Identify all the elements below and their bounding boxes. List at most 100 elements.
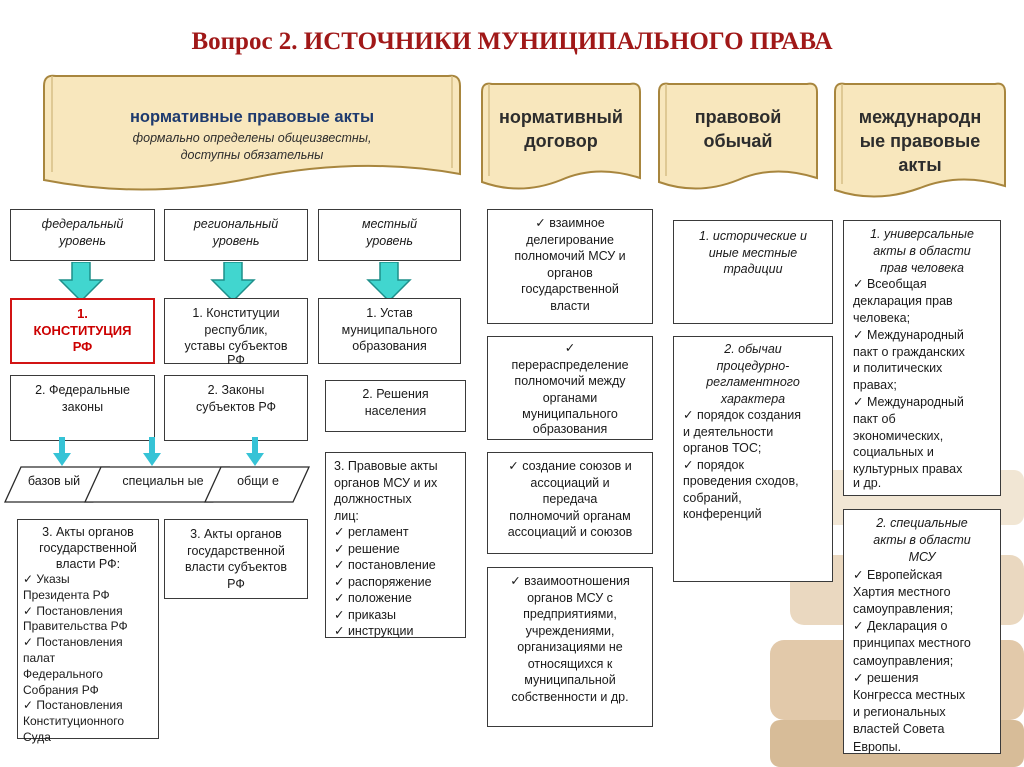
- custom2-item: собраний,: [683, 490, 823, 507]
- intl1-item: экономических,: [853, 428, 991, 445]
- population-decisions-box: 2. Решения населения: [325, 380, 466, 432]
- contract1-line1: ✓ взаимное: [494, 215, 646, 232]
- contract1-line4: органов: [494, 265, 646, 282]
- federal-laws-box: 2. Федеральные законы: [10, 375, 155, 441]
- custom-box-1: 1. исторические и иные местные традиции: [673, 220, 833, 324]
- contract4-line8: собственности и др.: [494, 689, 646, 706]
- msu-acts-item: регламент: [334, 524, 457, 541]
- intl1-item: и политических: [853, 360, 991, 377]
- contract4-line7: муниципальной: [494, 672, 646, 689]
- charter-line1: 1. Устав: [325, 305, 454, 322]
- municipal-charter-box: 1. Устав муниципального образования: [318, 298, 461, 364]
- law-type-basic-line2: ый: [64, 474, 80, 488]
- page-title: Вопрос 2. ИСТОЧНИКИ МУНИЦИПАЛЬНОГО ПРАВА: [0, 28, 1024, 56]
- intl1-item: ✓ Всеобщая: [853, 276, 991, 293]
- msu-acts-item: постановление: [334, 557, 457, 574]
- msu-acts-item: решение: [334, 541, 457, 558]
- banner-npa-sub2: доступны обязательны: [38, 147, 466, 164]
- charter-line3: образования: [325, 338, 454, 355]
- contract3-line3: передача: [494, 491, 646, 508]
- level-federal-line2: уровень: [17, 233, 148, 250]
- contract2-check-icon: ✓: [494, 340, 646, 357]
- intl1-line2: акты в области: [853, 243, 991, 260]
- custom-box-2: 2. обычаи процедурно- регламентного хара…: [673, 336, 833, 582]
- level-local-line1: местный: [325, 216, 454, 233]
- intl1-item: декларация прав: [853, 293, 991, 310]
- contract4-line1: ✓ взаимоотношения: [494, 573, 646, 590]
- constitution-line3: РФ: [18, 339, 147, 356]
- msu-acts-lead4: лиц:: [334, 508, 457, 525]
- intl2-item: Конгресса местных: [853, 687, 991, 704]
- intl2-item: Хартия местного: [853, 584, 991, 601]
- contract4-line6: относящихся к: [494, 656, 646, 673]
- law-type-special-line2: ые: [188, 474, 204, 488]
- law-type-general: общи е: [226, 473, 290, 490]
- custom2-line1: 2. обычаи: [683, 341, 823, 358]
- custom1-line3: традиции: [680, 261, 826, 278]
- contract4-line5: организациями не: [494, 639, 646, 656]
- regional-laws-box: 2. Законы субъектов РФ: [164, 375, 308, 441]
- fed-bodies-item: палат: [23, 651, 153, 667]
- intl-box-1: 1. универсальные акты в области прав чел…: [843, 220, 1001, 496]
- reg-laws-line2: субъектов РФ: [171, 399, 301, 416]
- fed-bodies-item: ✓ Указы: [23, 572, 153, 588]
- contract1-line6: власти: [494, 298, 646, 315]
- intl2-item: ✓ Декларация о: [853, 618, 991, 635]
- referendum-line1: 2. Решения: [332, 386, 459, 403]
- intl2-item: ✓ решения: [853, 670, 991, 687]
- intl2-line3: МСУ: [853, 549, 991, 566]
- intl1-line1: 1. универсальные: [853, 226, 991, 243]
- level-regional-line1: региональный: [171, 216, 301, 233]
- intl2-item: и региональных: [853, 704, 991, 721]
- banner-npa-sub1: формально определены общеизвестны,: [38, 130, 466, 147]
- contract3-line5: ассоциаций и союзов: [494, 524, 646, 541]
- small-down-arrow-icon: [52, 437, 72, 467]
- law-type-basic: базов ый: [24, 473, 84, 490]
- small-down-arrow-icon: [142, 437, 162, 467]
- intl-box-2: 2. специальные акты в области МСУ ✓ Евро…: [843, 509, 1001, 754]
- contract1-line2: делегирование: [494, 232, 646, 249]
- intl1-item: пакт об: [853, 411, 991, 428]
- fed-laws-line1: 2. Федеральные: [17, 382, 148, 399]
- intl1-item: ✓ Международный: [853, 394, 991, 411]
- custom2-item: конференций: [683, 506, 823, 523]
- fed-bodies-item: Собрания РФ: [23, 683, 153, 699]
- intl1-item: социальных и: [853, 444, 991, 461]
- contract2-line2: полномочий между: [494, 373, 646, 390]
- contract-box-3: ✓ создание союзов и ассоциаций и передач…: [487, 452, 653, 554]
- intl1-item: пакт о гражданских: [853, 344, 991, 361]
- banner-international-acts: международн ые правовые акты: [830, 78, 1010, 206]
- custom2-item: и деятельности: [683, 424, 823, 441]
- intl2-line1: 2. специальные: [853, 515, 991, 532]
- contract3-line1: ✓ создание союзов и: [494, 458, 646, 475]
- banner-contract-line1: нормативный: [477, 106, 645, 129]
- banner-normative-acts: нормативные правовые акты формально опре…: [38, 68, 466, 196]
- constitution-line1: 1.: [18, 306, 147, 323]
- intl2-item: принципах местного: [853, 635, 991, 652]
- banner-contract-line2: договор: [477, 130, 645, 153]
- banner-legal-custom: правовой обычай: [654, 78, 822, 198]
- regional-const-line1: 1. Конституции: [171, 305, 301, 322]
- custom1-line2: иные местные: [680, 245, 826, 262]
- charter-line2: муниципального: [325, 322, 454, 339]
- constitution-box: 1. КОНСТИТУЦИЯ РФ: [10, 298, 155, 364]
- fed-bodies-lead2: государственной: [23, 540, 153, 556]
- referendum-line2: населения: [332, 403, 459, 420]
- reg-bodies-line3: власти субъектов: [171, 559, 301, 576]
- intl1-item: правах;: [853, 377, 991, 394]
- banner-intl-line3: акты: [830, 154, 1010, 177]
- intl2-item: самоуправления;: [853, 601, 991, 618]
- contract-box-2: ✓ перераспределение полномочий между орг…: [487, 336, 653, 440]
- intl2-item: самоуправления;: [853, 653, 991, 670]
- fed-bodies-lead3: власти РФ:: [23, 556, 153, 572]
- fed-bodies-item: ✓ Постановления: [23, 635, 153, 651]
- contract-box-4: ✓ взаимоотношения органов МСУ с предприя…: [487, 567, 653, 727]
- banner-intl-line2: ые правовые: [830, 130, 1010, 153]
- fed-bodies-item: ✓ Постановления: [23, 698, 153, 714]
- fed-bodies-item: ✓ Постановления: [23, 604, 153, 620]
- custom2-item: ✓ порядок: [683, 457, 823, 474]
- level-federal-line1: федеральный: [17, 216, 148, 233]
- msu-acts-lead1: 3. Правовые акты: [334, 458, 457, 475]
- msu-acts-lead2: органов МСУ и их: [334, 475, 457, 492]
- law-type-general-line2: е: [272, 474, 279, 488]
